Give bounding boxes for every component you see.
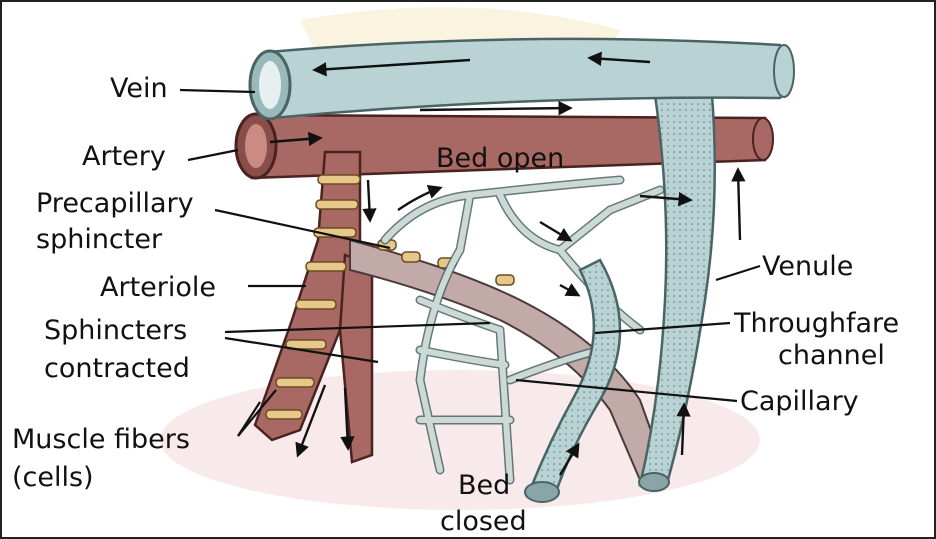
label-bed-open: Bed open xyxy=(436,143,564,174)
label-arteriole: Arteriole xyxy=(100,272,216,303)
label-precapillary-2: sphincter xyxy=(36,224,163,255)
label-artery: Artery xyxy=(82,141,166,172)
label-vein: Vein xyxy=(110,73,168,104)
label-capillary: Capillary xyxy=(740,386,859,417)
label-sphincters-1: Sphincters xyxy=(44,315,187,346)
label-bed-closed-1: Bed xyxy=(458,470,510,501)
label-thoroughfare-1: Throughfare xyxy=(733,308,899,339)
label-bed-closed-2: closed xyxy=(440,506,527,537)
label-venule: Venule xyxy=(762,251,853,282)
label-muscle-1: Muscle fibers xyxy=(12,424,190,455)
label-precapillary-1: Precapillary xyxy=(36,188,194,219)
label-thoroughfare-2: channel xyxy=(778,340,885,371)
label-muscle-2: (cells) xyxy=(12,462,94,493)
label-sphincters-2: contracted xyxy=(44,353,190,384)
